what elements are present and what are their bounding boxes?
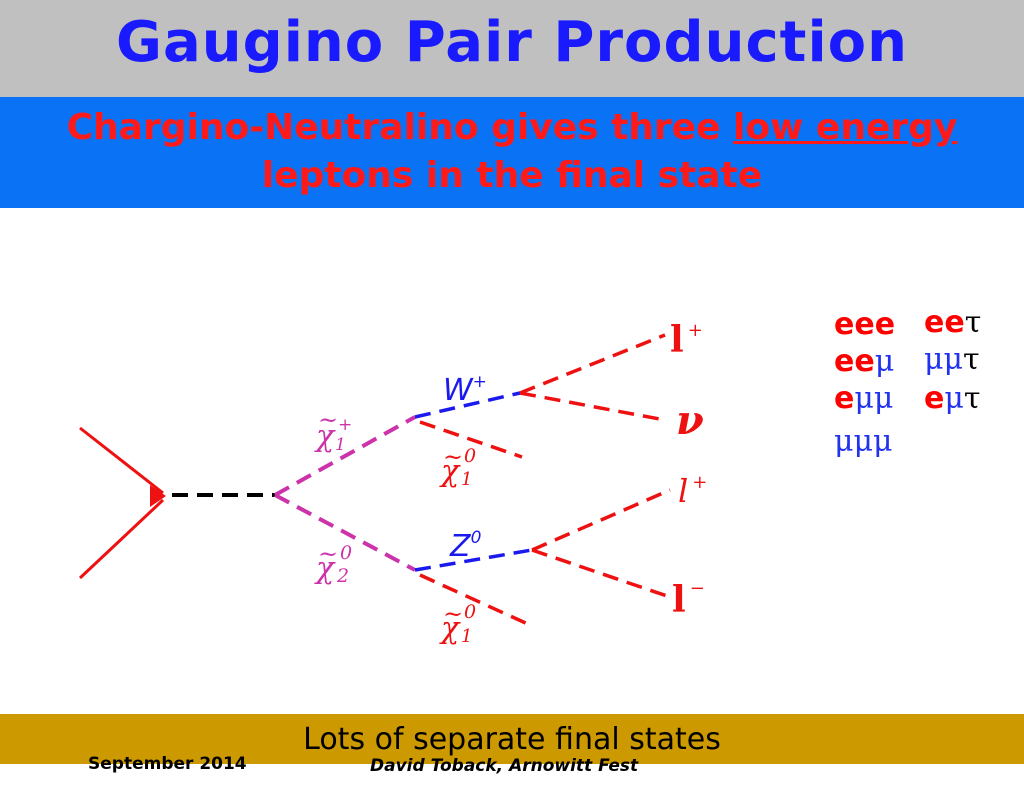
- svg-text:~: ~: [318, 540, 338, 568]
- neutrino-label: ν: [676, 397, 704, 444]
- svg-text:0: 0: [464, 601, 476, 623]
- neutralino1-top-line: [419, 420, 523, 459]
- final-state-mumutau: μμτ: [924, 342, 980, 377]
- footer-date: September 2014: [88, 754, 247, 774]
- footer-author: David Toback, Arnowitt Fest: [370, 756, 639, 776]
- subtitle-part1: Chargino-Neutralino gives three: [66, 107, 734, 148]
- svg-text:χ: χ: [314, 419, 336, 454]
- svg-text:0: 0: [340, 542, 352, 564]
- incoming-quark-top: [79, 426, 164, 495]
- chargino-line: [274, 415, 416, 497]
- w-decay-neutrino-line: [519, 391, 666, 422]
- svg-text:+: +: [338, 415, 352, 435]
- subtitle-line2: leptons in the final state: [261, 155, 763, 196]
- w-decay-lepton-line: [519, 333, 666, 395]
- svg-text:~: ~: [443, 443, 463, 471]
- bottom-bar: [0, 714, 1024, 764]
- incoming-quark-bottom: [78, 498, 165, 580]
- subtitle-underlined: low energy: [733, 107, 958, 148]
- final-state-emutau: eμτ: [924, 381, 981, 416]
- neutralino1-top-label: ~ χ 1 0: [439, 443, 476, 490]
- final-state-eee: eee: [834, 307, 896, 342]
- svg-text:2: 2: [336, 565, 349, 587]
- lepton-plus-top-label: l+: [670, 319, 703, 361]
- slide-title: Gaugino Pair Production: [116, 10, 908, 75]
- slide-subtitle: Chargino-Neutralino gives three low ener…: [10, 104, 1014, 200]
- bottom-caption: Lots of separate final states: [303, 722, 721, 757]
- svg-text:~: ~: [443, 600, 463, 628]
- lepton-plus-mid-label: l+: [678, 472, 707, 510]
- svg-text:χ: χ: [314, 551, 336, 586]
- vertex-arrow: [150, 485, 166, 507]
- svg-text:~: ~: [318, 406, 338, 434]
- chargino-label: ~ χ 1 +: [314, 406, 352, 455]
- svg-text:1: 1: [335, 435, 346, 455]
- w-boson-line: [414, 391, 521, 419]
- title-bar: [0, 0, 1024, 97]
- subtitle-bar: [0, 97, 1024, 208]
- neutralino1-bottom-label: ~ χ 1 0: [439, 600, 476, 647]
- neutralino2-line: [274, 493, 416, 572]
- z-boson-label: Z0: [449, 528, 481, 564]
- final-state-eemu: eeμ: [834, 344, 895, 379]
- final-state-emumu: eμμ: [834, 381, 894, 416]
- z-boson-line: [414, 548, 533, 572]
- neutralino2-label: ~ χ 2 0: [314, 540, 352, 587]
- svg-text:1: 1: [461, 469, 472, 490]
- z-decay-lepton-plus-line: [531, 488, 671, 552]
- final-state-eetau: eeτ: [924, 305, 982, 340]
- final-state-mumumu: μμμ: [834, 424, 893, 459]
- neutralino1-bottom-line: [419, 573, 531, 627]
- w-boson-label: W+: [443, 372, 487, 408]
- svg-text:χ: χ: [439, 454, 461, 489]
- z-decay-lepton-minus-line: [531, 548, 671, 599]
- svg-text:0: 0: [464, 445, 476, 467]
- svg-text:χ: χ: [439, 611, 461, 646]
- svg-text:1: 1: [461, 626, 472, 647]
- lepton-minus-label: l−: [672, 578, 705, 621]
